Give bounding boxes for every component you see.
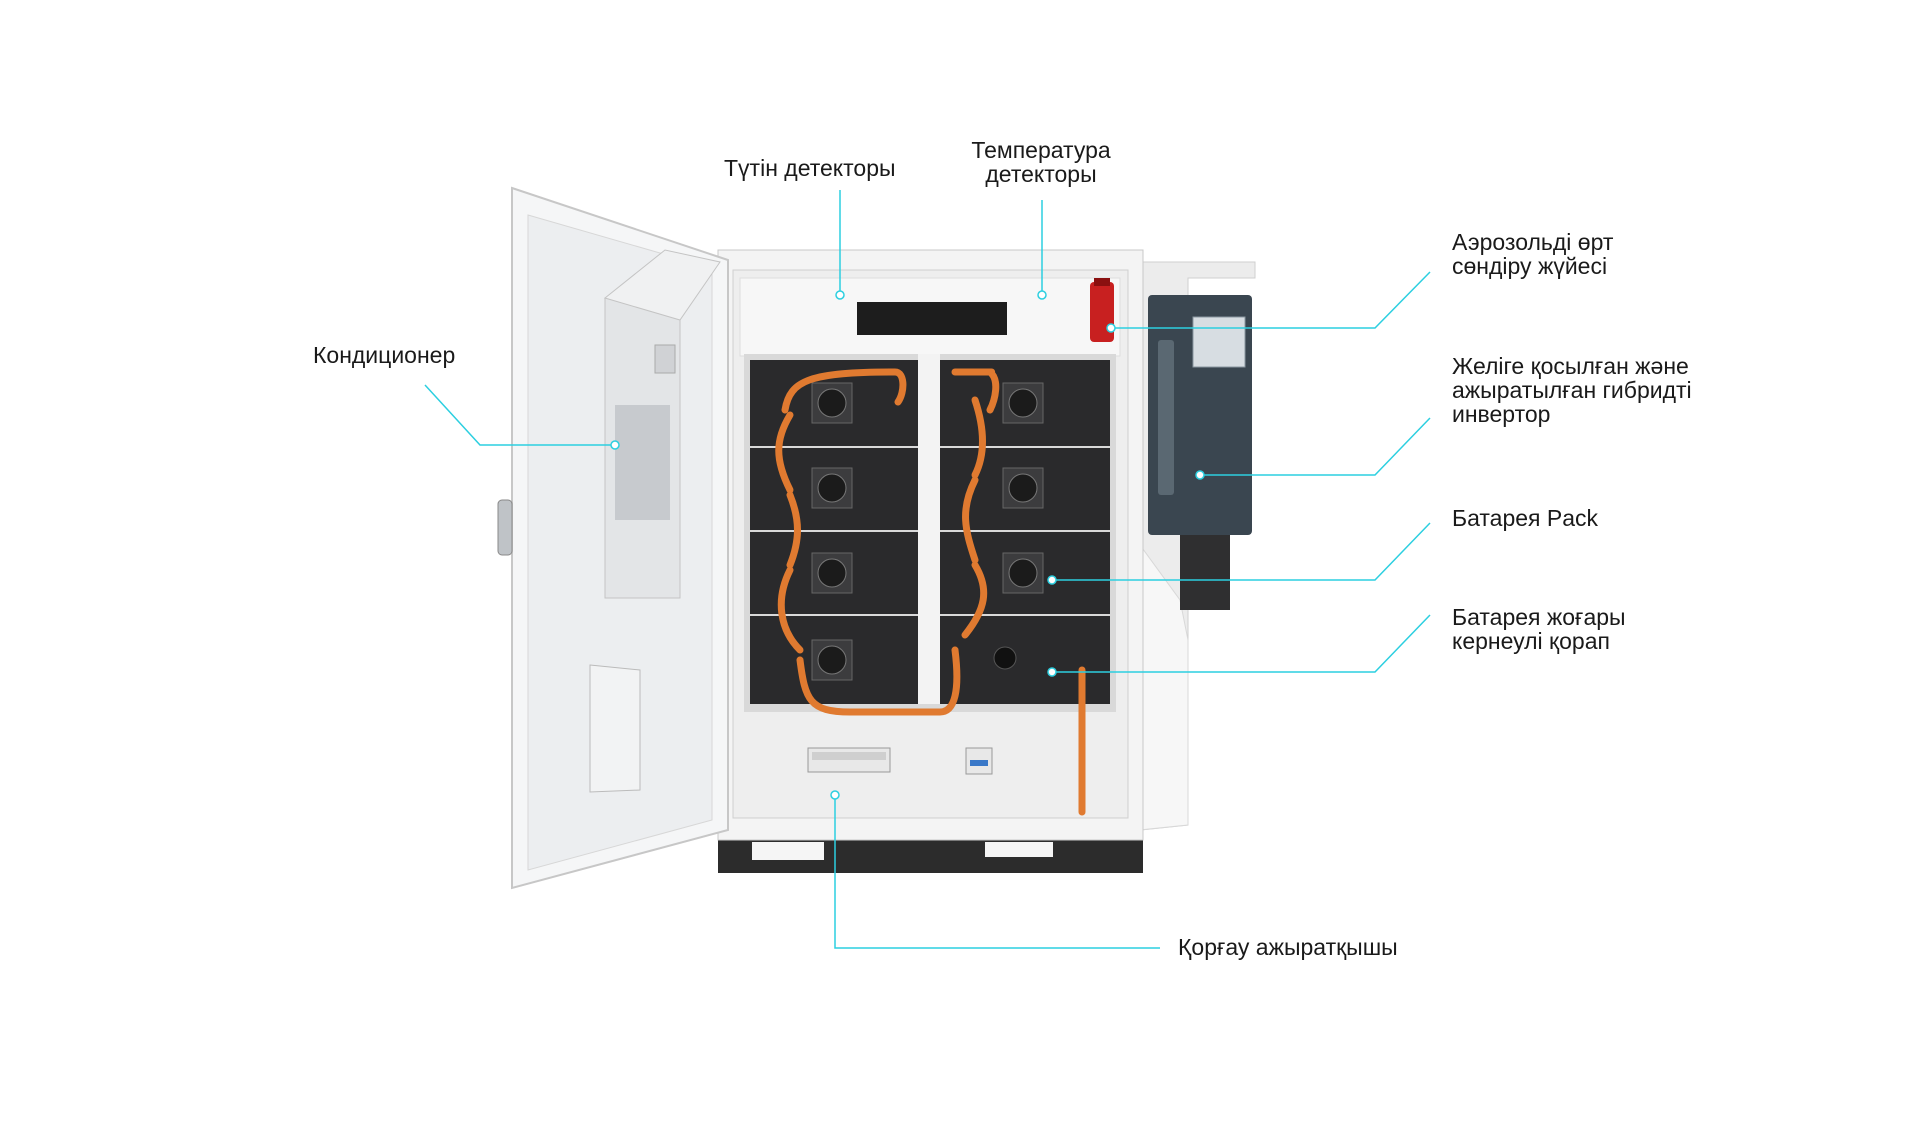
label-air-conditioner-text: Кондиционер <box>313 342 456 368</box>
leader-dot-air-conditioner <box>610 440 620 450</box>
breaker-block-detail <box>812 752 886 760</box>
inverter-fan-grille <box>1192 316 1246 368</box>
power-cables <box>775 368 1086 816</box>
cable <box>796 646 961 716</box>
hv-box-switch <box>993 646 1017 670</box>
label-aerosol-fire-system-line1: Аэрозольді өрт <box>1452 229 1614 255</box>
rack-center-divider <box>918 354 940 704</box>
base-slot-right <box>985 842 1053 857</box>
top-vent <box>857 302 1007 335</box>
label-protection-breaker: Қорғау ажыратқышы <box>1178 935 1398 959</box>
leader-dot-battery-pack <box>1047 575 1057 585</box>
door-document-holder <box>589 664 641 793</box>
leader-dot-high-voltage-box <box>1047 667 1057 677</box>
air-conditioner-display <box>654 344 676 374</box>
fire-extinguisher-canister <box>1090 282 1114 342</box>
label-protection-breaker-text: Қорғау ажыратқышы <box>1178 934 1398 960</box>
leader-line-battery-pack <box>1052 522 1431 581</box>
cable <box>971 396 986 479</box>
fire-canister-cap <box>1094 278 1110 286</box>
label-smoke-detector-text: Түтін детекторы <box>724 155 896 181</box>
fan-icon <box>811 639 853 681</box>
leader-dot-protection-breaker <box>830 790 840 800</box>
battery-rack <box>744 354 1116 816</box>
cabinet-door <box>497 186 729 890</box>
label-hybrid-inverter-line3: инвертор <box>1452 401 1551 427</box>
air-conditioner-grille <box>615 405 670 520</box>
label-battery-pack-text: Батарея Pack <box>1452 505 1599 531</box>
leader-line-air-conditioner <box>424 384 615 446</box>
fan-icon <box>1002 552 1044 594</box>
fan-icon <box>1002 467 1044 509</box>
fan-icon <box>811 552 853 594</box>
cable <box>962 476 979 564</box>
cable <box>775 411 794 494</box>
label-aerosol-fire-system-line2: сөндіру жүйесі <box>1452 253 1608 279</box>
fan-icon <box>811 382 853 424</box>
label-hybrid-inverter: Желіге қосылған және ажыратылған гибридт… <box>1452 354 1692 426</box>
label-hybrid-inverter-line2: ажыратылған гибридті <box>1452 377 1692 403</box>
cable <box>951 368 1000 414</box>
cable <box>786 491 801 569</box>
label-temperature-detector-line2: детекторы <box>985 161 1097 187</box>
cable <box>777 566 804 654</box>
label-high-voltage-box-line2: кернеулі қорап <box>1452 628 1610 654</box>
fan-icon <box>811 467 853 509</box>
leader-line-protection-breaker <box>834 795 1160 949</box>
leader-dot-smoke-detector <box>835 290 845 300</box>
cable <box>781 368 907 414</box>
label-temperature-detector: Температура детекторы <box>946 138 1136 186</box>
label-hybrid-inverter-line1: Желіге қосылған және <box>1452 353 1689 379</box>
label-air-conditioner: Кондиционер <box>313 343 455 367</box>
door-handle <box>497 499 513 556</box>
cable <box>961 561 988 639</box>
label-smoke-detector: Түтін детекторы <box>724 156 896 180</box>
leader-line-hybrid-inverter <box>1200 417 1431 476</box>
leader-dot-hybrid-inverter <box>1195 470 1205 480</box>
label-battery-pack: Батарея Pack <box>1452 506 1598 530</box>
label-high-voltage-box: Батарея жоғары кернеулі қорап <box>1452 605 1626 653</box>
inverter-window <box>1158 340 1174 495</box>
leader-dot-aerosol-fire-system <box>1106 323 1116 333</box>
leader-line-aerosol-fire-system <box>1111 271 1431 329</box>
leader-dot-temperature-detector <box>1037 290 1047 300</box>
breaker-small-indicator <box>970 760 988 766</box>
leader-line-high-voltage-box <box>1052 614 1431 673</box>
label-aerosol-fire-system: Аэрозольді өрт сөндіру жүйесі <box>1452 230 1613 278</box>
inverter-cable-box <box>1180 535 1230 610</box>
base-slot-left <box>752 842 824 860</box>
protection-breakers <box>807 747 993 775</box>
label-temperature-detector-line1: Температура <box>971 137 1111 163</box>
leader-lines <box>424 190 1431 949</box>
label-high-voltage-box-line1: Батарея жоғары <box>1452 604 1626 630</box>
air-conditioner-duct <box>603 249 721 321</box>
fan-icon <box>1002 382 1044 424</box>
